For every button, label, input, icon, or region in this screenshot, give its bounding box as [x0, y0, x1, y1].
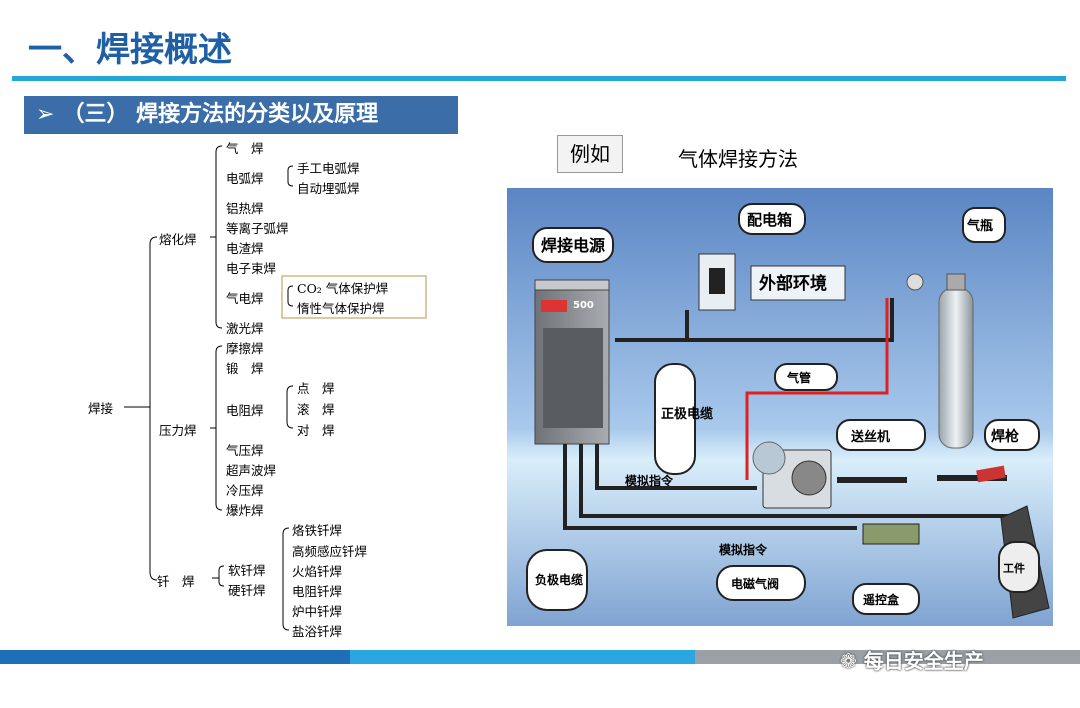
label-cylinder: 气瓶 — [967, 218, 993, 234]
label-remote: 遥控盒 — [863, 592, 900, 607]
footer-bar-light — [350, 650, 695, 664]
tree-item: 软钎焊 — [228, 563, 266, 578]
tree-subitem: 自动埋弧焊 — [297, 181, 360, 196]
tree-item: 电阻焊 — [226, 403, 264, 418]
tree-item: 气 焊 — [226, 141, 264, 156]
label-neg-cable: 负极电缆 — [535, 572, 583, 587]
tree-subitem: 炉中钎焊 — [292, 604, 343, 619]
tree-item: 摩擦焊 — [226, 341, 264, 356]
label-analog1: 模拟指令 — [625, 473, 674, 488]
tree-item: 硬钎焊 — [228, 583, 266, 598]
wechat-icon: ❁ — [840, 649, 857, 673]
label-work: 工件 — [1003, 561, 1025, 575]
footer-bar-dark — [0, 650, 350, 664]
tree-subitem: 手工电弧焊 — [297, 161, 360, 176]
label-feeder: 送丝机 — [850, 429, 890, 445]
tree-item: 电弧焊 — [226, 171, 264, 186]
tree-item: 铝热焊 — [226, 201, 264, 216]
power-source: 500 — [534, 279, 610, 445]
tree-braze: 钎 焊 — [157, 574, 195, 589]
tree-item: 等离子弧焊 — [226, 221, 289, 236]
title-divider — [12, 76, 1066, 81]
classification-tree: 焊接 熔化焊 气 焊 电弧焊 手工电弧焊 自动埋弧焊 铝热焊 等离子弧焊 电渣焊… — [0, 0, 480, 650]
label-power: 焊接电源 — [541, 236, 605, 255]
tree-item: 电渣焊 — [226, 241, 264, 256]
footer-bar-gray — [695, 650, 1080, 664]
label-box: 配电箱 — [747, 211, 792, 229]
bullet-arrow-icon: ➢ — [36, 102, 55, 127]
label-torch: 焊枪 — [991, 428, 1019, 445]
tree-subitem: 盐浴钎焊 — [292, 624, 343, 639]
tree-item: 气压焊 — [226, 443, 264, 458]
label-valve: 电磁气阀 — [731, 576, 779, 591]
section-title: （三） 焊接方法的分类以及原理 — [62, 102, 379, 127]
tree-item: 气电焊 — [226, 291, 264, 306]
page-title: 一、焊接概述 — [28, 30, 232, 70]
tree-item: 超声波焊 — [226, 463, 277, 478]
watermark-text: 每日安全生产 — [863, 649, 984, 673]
section-banner: ➢ （三） 焊接方法的分类以及原理 — [24, 96, 458, 134]
tree-item: 锻 焊 — [226, 361, 264, 376]
label-env: 外部环境 — [759, 273, 827, 294]
tree-item: 电子束焊 — [226, 261, 277, 276]
welding-system-diagram: 500 焊接电源 — [507, 188, 1053, 626]
tree-subitem: 点 焊 — [297, 381, 335, 396]
tree-subitem: 烙铁钎焊 — [292, 523, 343, 538]
tree-item: 冷压焊 — [226, 483, 264, 498]
tree-subitem: 滚 焊 — [297, 402, 335, 417]
diagram-svg: 500 焊接电源 — [507, 188, 1053, 626]
tree-subitem: 惰性气体保护焊 — [297, 301, 385, 316]
tree-subitem: 对 焊 — [297, 423, 335, 438]
tree-subitem: 高频感应钎焊 — [292, 544, 368, 559]
example-label: 例如 — [557, 135, 623, 173]
tree-fusion: 熔化焊 — [159, 232, 197, 247]
label-hose: 气管 — [786, 370, 811, 385]
tree-subitem: 电阻钎焊 — [292, 584, 343, 599]
example-title: 气体焊接方法 — [678, 147, 798, 171]
model-text: 500 — [573, 300, 594, 311]
watermark: ❁ 每日安全生产 — [840, 645, 984, 674]
tree-pressure: 压力焊 — [159, 423, 197, 438]
tree-item: 激光焊 — [226, 321, 264, 336]
label-pos-cable: 正极电缆 — [661, 406, 713, 422]
label-analog2: 模拟指令 — [719, 542, 768, 557]
tree-brackets — [124, 145, 427, 631]
tree-subitem: 火焰钎焊 — [292, 564, 343, 579]
tree-subitem: CO₂ 气体保护焊 — [297, 281, 389, 296]
tree-root: 焊接 — [88, 401, 114, 416]
tree-item: 爆炸焊 — [226, 503, 264, 518]
